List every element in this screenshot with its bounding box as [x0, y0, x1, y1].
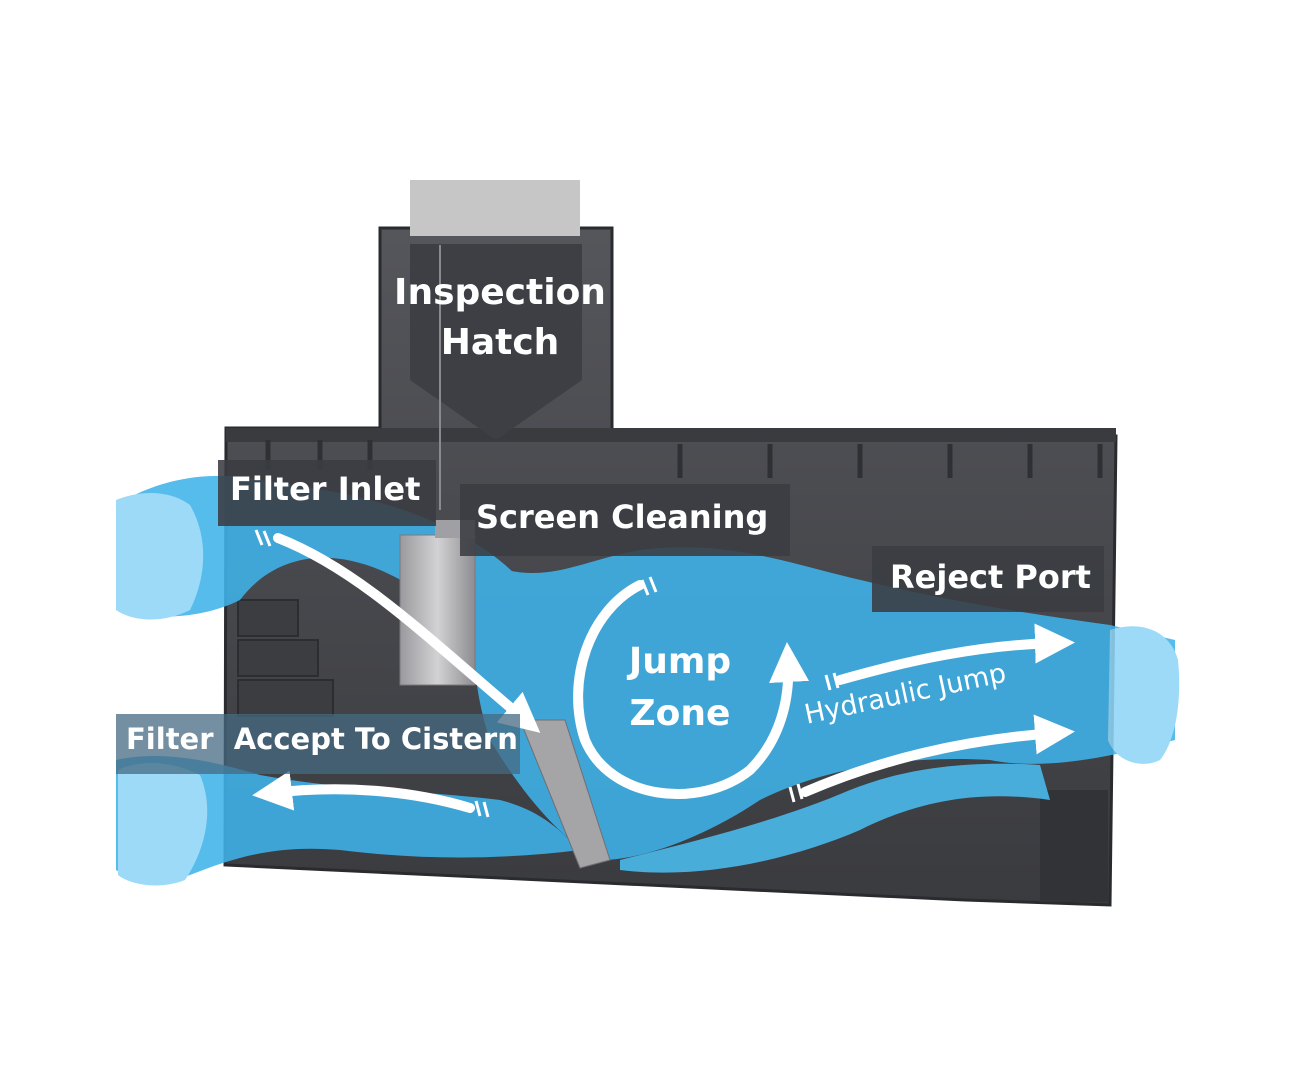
- arrow-tail-marks: [254, 529, 840, 818]
- reject-port-label-box: [872, 546, 1104, 612]
- screen-cleaning-label-box: [460, 484, 790, 556]
- ceiling-ribs: [265, 440, 1103, 478]
- reject-port-label: Reject Port: [890, 558, 1091, 596]
- screen-plate: [519, 719, 611, 869]
- inlet-splash: [116, 493, 204, 620]
- lower-ramp-water: [620, 763, 1050, 873]
- filter-accept-label-box: [116, 714, 520, 774]
- inspection-hatch-cap: [410, 180, 580, 236]
- jump-loop-arrow: [573, 580, 810, 799]
- accept-splash: [118, 763, 208, 886]
- inspection-hatch-line-1: Inspection: [394, 272, 606, 313]
- accept-water: [116, 755, 580, 881]
- screen-assembly: [399, 520, 611, 869]
- jump-zone-line-2: Zone: [629, 693, 731, 734]
- accept-arrow: [252, 770, 475, 813]
- outlet-splash: [1108, 626, 1180, 764]
- inspection-hatch-line-2: Hatch: [440, 322, 560, 363]
- lower-reject-arrow: [800, 714, 1075, 797]
- screen-cleaning-label: Screen Cleaning: [476, 498, 769, 536]
- jump-zone-water: [473, 547, 1175, 860]
- filter-accept-label: Filter Accept To Cistern: [126, 722, 518, 756]
- right-chamber-wall: [1040, 790, 1108, 902]
- inlet-arrow: [273, 533, 541, 733]
- flow-arrows: [252, 533, 1075, 813]
- water-flow: [116, 475, 1180, 886]
- filter-inlet-label: Filter Inlet: [230, 470, 421, 508]
- jump-zone-line-1: Jump: [628, 641, 732, 682]
- inspection-hatch-label: Inspection Hatch: [392, 268, 608, 368]
- filter-inlet-label-box: [218, 460, 436, 526]
- left-steps: [237, 599, 334, 717]
- hatch-funnel: [410, 244, 582, 440]
- jump-zone-label: Jump Zone: [615, 636, 745, 740]
- housing-top-deck: [226, 428, 1116, 442]
- upper-reject-arrow: [835, 623, 1075, 685]
